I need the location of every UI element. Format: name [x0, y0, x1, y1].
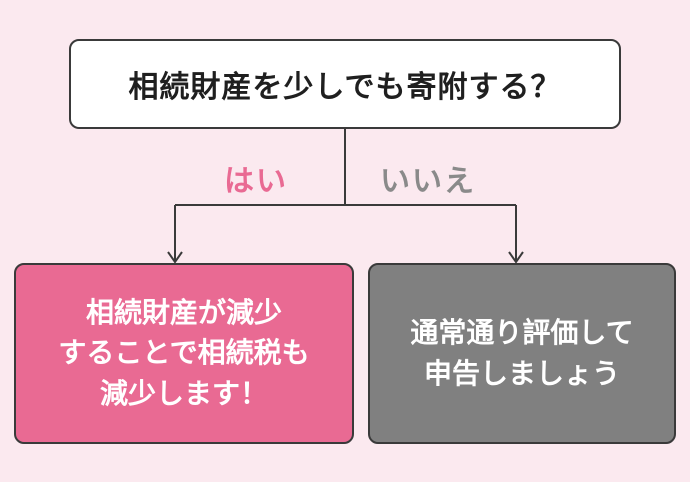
no-outcome-text: 通常通り評価して 申告しましょう [410, 315, 634, 390]
arrow-right-head [508, 251, 524, 264]
no-outcome-box: 通常通り評価して 申告しましょう [368, 263, 676, 444]
question-text: 相続財産を少しでも寄附する？ [128, 70, 562, 105]
yes-branch-label: はい [224, 164, 288, 199]
yes-outcome-box: 相続財産が減少 することで相続税も 減少します！ [14, 263, 354, 444]
arrow-left-head [167, 251, 183, 264]
no-branch-label: いいえ [380, 164, 476, 199]
question-box: 相続財産を少しでも寄附する？ [69, 39, 621, 129]
yes-outcome-text: 相続財産が減少 することで相続税も 減少します！ [58, 295, 310, 410]
